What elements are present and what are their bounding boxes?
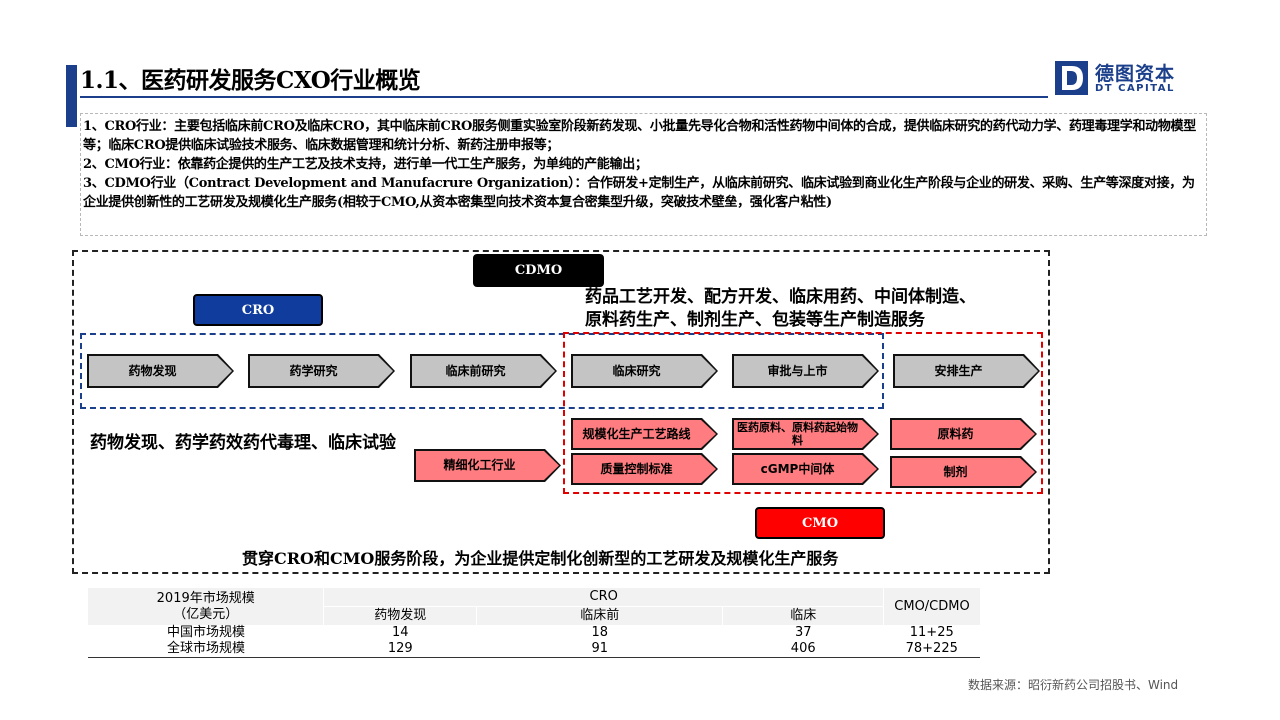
table-row: 全球市场规模 129 91 406 78+225 [88, 641, 980, 658]
cro-scope-box [80, 333, 884, 409]
cdmo-summary: 贯穿CRO和CMO服务阶段，为企业提供定制化创新型的工艺研发及规模化生产服务 [242, 549, 839, 568]
stage-arrow-approval: 审批与上市 [732, 354, 879, 388]
stage-label: 临床研究 [612, 363, 661, 378]
table-header-cmo: CMO/CDMO [883, 588, 980, 625]
fine-chemicals-arrow: 精细化工行业 [414, 449, 561, 482]
table-cell: 406 [790, 641, 816, 656]
table-cell: 91 [591, 641, 608, 656]
table-cell: 18 [591, 625, 608, 640]
page-title: 1.1、医药研发服务CXO行业概览 [80, 67, 421, 94]
cmo-scope-box [563, 332, 1043, 494]
quality-standard-arrow: 质量控制标准 [571, 453, 718, 485]
table-cell: 14 [391, 625, 409, 640]
logo-text-en: DT CAPITAL [1095, 83, 1175, 94]
intro-cdmo: 3、CDMO行业（Contract Development and Manufa… [83, 176, 1195, 210]
table-cell: 129 [387, 641, 413, 656]
stage-arrow-production: 安排生产 [893, 354, 1040, 388]
table-cell: 37 [794, 625, 812, 640]
cdmo-description: 药品工艺开发、配方开发、临床用药、中间体制造、 原料药生产、制剂生产、包装等生产… [585, 286, 976, 332]
intro-cmo: 2、CMO行业：依靠药企提供的生产工艺及技术支持，进行单一代工生产服务，为单纯的… [83, 157, 648, 172]
arrow-label: 原料药 [937, 426, 974, 441]
table-cell: 78+225 [905, 641, 958, 656]
stage-label: 安排生产 [934, 363, 983, 378]
cmo-label: CMO [755, 507, 885, 539]
intro-cro: 1、CRO行业：主要包括临床前CRO及临床CRO，其中临床前CRO服务侧重实验室… [83, 119, 1196, 153]
stage-label: 审批与上市 [767, 363, 828, 378]
logo-mark [1055, 61, 1088, 95]
data-source: 数据来源：昭衍新药公司招股书、Wind [968, 678, 1179, 692]
arrow-label: 质量控制标准 [600, 461, 673, 476]
cro-label: CRO [193, 294, 323, 326]
arrow-label: 精细化工行业 [443, 458, 516, 472]
stage-arrow-discovery: 药物发现 [87, 354, 234, 388]
logo-d-icon [1062, 66, 1083, 90]
table-subheader: 临床 [790, 608, 817, 623]
table-subheader: 药物发现 [374, 608, 427, 623]
stage-label: 临床前研究 [445, 363, 506, 378]
cdmo-description-line2: 原料药生产、制剂生产、包装等生产制造服务 [585, 310, 925, 330]
stage-label: 药学研究 [289, 363, 338, 378]
stage-label: 药物发现 [128, 363, 177, 378]
table-header-cro: CRO [323, 588, 884, 607]
stage-arrow-clinical: 临床研究 [571, 354, 718, 388]
process-route-arrow: 规模化生产工艺路线 [571, 418, 718, 450]
formulation-arrow: 制剂 [890, 456, 1037, 488]
arrow-label: cGMP中间体 [760, 461, 835, 476]
arrow-label: 规模化生产工艺路线 [582, 426, 691, 441]
title-underline [80, 96, 1048, 98]
table-subheader: 临床前 [476, 606, 724, 625]
cro-description: 药物发现、药学药效药代毒理、临床试验 [90, 433, 396, 453]
cdmo-description-line1: 药品工艺开发、配方开发、临床用药、中间体制造、 [585, 287, 976, 307]
cdmo-label: CDMO [473, 254, 604, 287]
stage-arrow-preclinical: 临床前研究 [410, 354, 557, 388]
table-row: 中国市场规模 14 18 37 11+25 [88, 625, 980, 641]
table-cell: 全球市场规模 [166, 641, 245, 656]
raw-material-arrow: 医药原料、原料药起始物料 [732, 418, 879, 450]
table-cell: 中国市场规模 [166, 625, 245, 640]
company-logo: 德图资本 DT CAPITAL [1055, 61, 1195, 97]
table-header-market-title: 2019年市场规模 [156, 590, 255, 606]
intro-textbox: 1、CRO行业：主要包括临床前CRO及临床CRO，其中临床前CRO服务侧重实验室… [80, 113, 1207, 236]
stage-arrow-pharmaceutics: 药学研究 [248, 354, 395, 388]
title-accent-bar [66, 65, 77, 127]
arrow-label: 医药原料、原料药起始物料 [737, 421, 858, 447]
api-arrow: 原料药 [890, 418, 1037, 450]
arrow-label: 制剂 [943, 464, 968, 479]
logo-text-cn: 德图资本 [1095, 63, 1176, 85]
cgmp-intermediate-arrow: cGMP中间体 [732, 453, 879, 485]
market-size-table: 2019年市场规模 （亿美元） CRO CMO/CDMO 药物发现 临床前 临床… [88, 588, 980, 658]
table-header-market-unit: （亿美元） [173, 606, 239, 622]
table-cell: 11+25 [909, 625, 954, 640]
diagram-frame [72, 250, 1050, 574]
table-header-market: 2019年市场规模 （亿美元） [88, 588, 325, 625]
